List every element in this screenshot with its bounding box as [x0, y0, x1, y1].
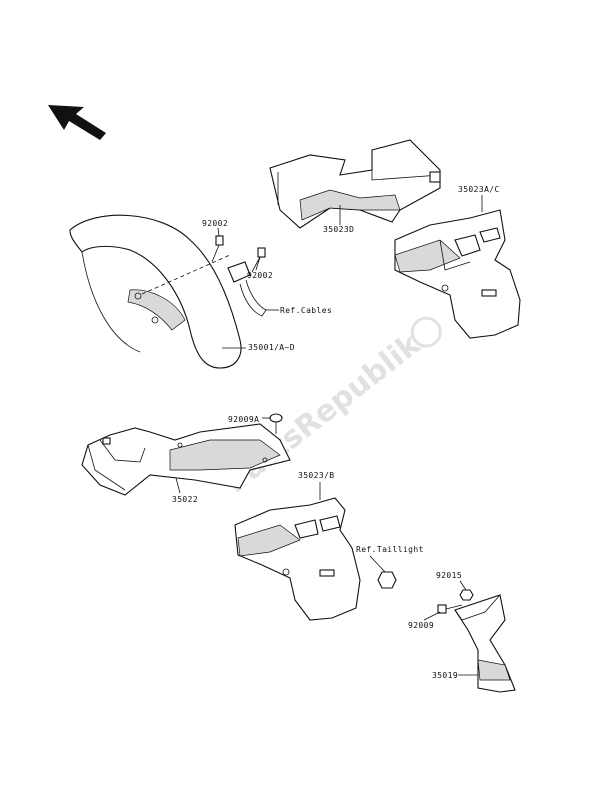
label-92002-a: 92002 [202, 219, 228, 228]
label-35022: 35022 [172, 495, 198, 504]
rear-fender-inner-top[interactable] [269, 139, 441, 229]
label-35001: 35001/A~D [248, 343, 295, 352]
bolt-92002-b[interactable] [251, 247, 266, 273]
front-direction-arrow-icon [48, 105, 106, 140]
rear-flap[interactable] [454, 594, 516, 693]
label-92009a: 92009A [228, 415, 259, 424]
label-35023d: 35023D [323, 225, 354, 234]
label-ref-taillight: Ref.Taillight [356, 545, 424, 554]
taillight-nut[interactable] [377, 571, 397, 589]
rear-fender-b[interactable] [234, 497, 361, 621]
cable-bracket [227, 261, 267, 317]
label-92015: 92015 [436, 571, 462, 580]
label-ref-cables: Ref.Cables [280, 306, 332, 315]
label-35023b: 35023/B [298, 471, 335, 480]
label-35019: 35019 [432, 671, 458, 680]
label-35023a-c: 35023A/C [458, 185, 500, 194]
nut-92015[interactable] [459, 589, 474, 601]
bolt-92002-a[interactable] [211, 235, 224, 263]
label-92002-b: 92002 [247, 271, 273, 280]
label-92009: 92009 [408, 621, 434, 630]
front-fender[interactable] [69, 214, 242, 369]
rear-undertray[interactable] [81, 423, 291, 496]
rear-fender-a-c[interactable] [394, 209, 521, 339]
bolt-92009[interactable] [437, 604, 463, 614]
